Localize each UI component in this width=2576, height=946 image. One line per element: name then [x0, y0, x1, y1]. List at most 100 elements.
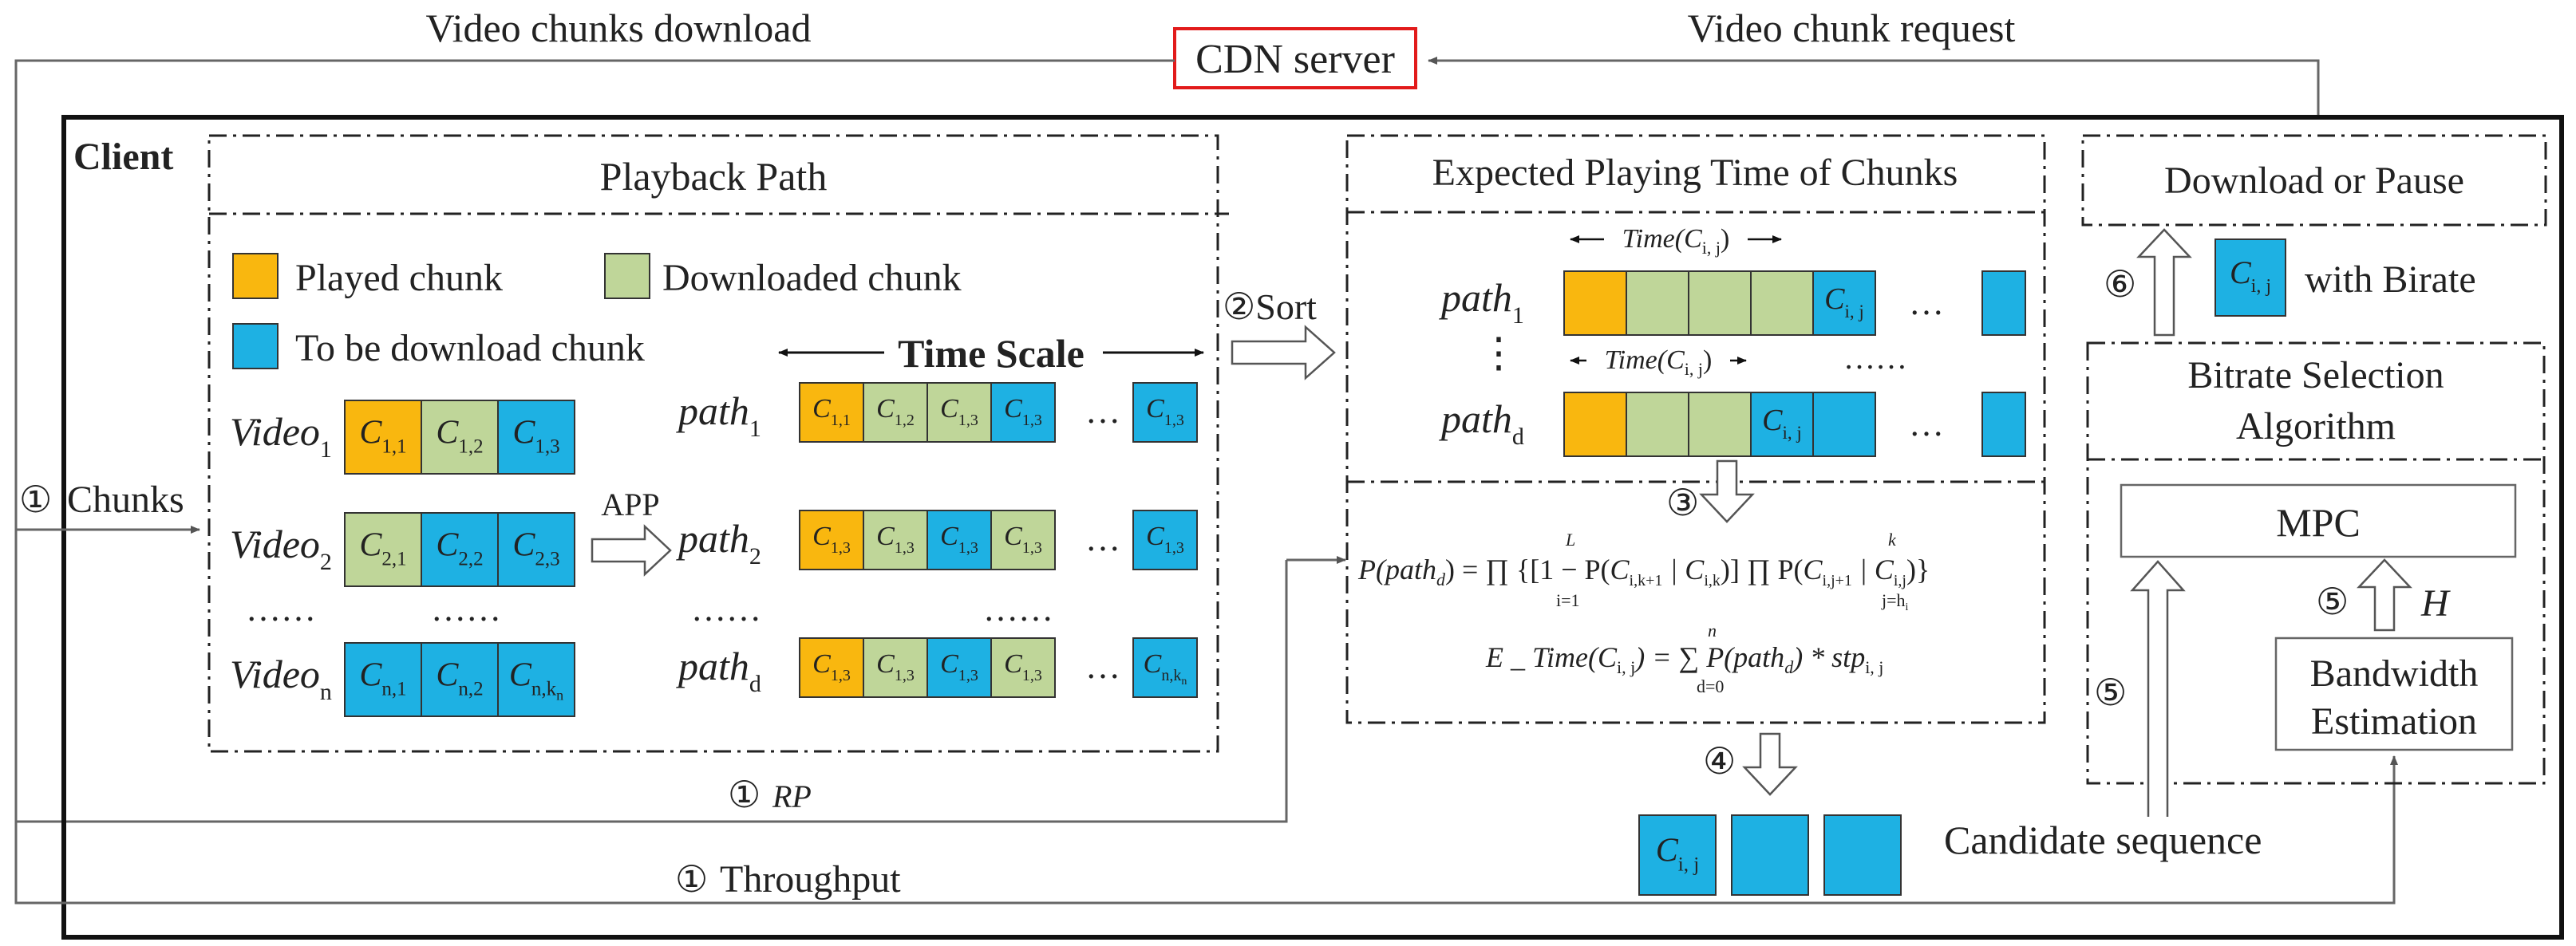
chunk-cell: [926, 510, 992, 570]
formula-lower-j: j=hi: [1881, 590, 1909, 613]
step3-arrow: [1699, 459, 1755, 523]
chunk-cell: [1563, 270, 1627, 336]
chunk-label: C2,3: [512, 527, 559, 570]
video-chunks-download-label: Video chunks download: [425, 6, 811, 50]
expected-chunk: [1750, 270, 1814, 336]
chunk-label: C1,3: [1146, 522, 1184, 557]
step6-arrow: [2136, 228, 2192, 337]
path-dots-right: ……: [983, 589, 1053, 629]
expected-dots: ……: [1843, 340, 1907, 376]
mpc-box: [2120, 483, 2517, 558]
chunk-cell: [1750, 392, 1814, 457]
playback-path-title: Playback Path: [600, 154, 828, 199]
time-scale-label: Time Scale: [898, 331, 1085, 376]
chunk-label: C1,3: [1004, 522, 1042, 557]
throughput-line: [14, 755, 2398, 905]
path-tail-chunk: C1,3: [1132, 510, 1198, 570]
chunk-cell: [990, 510, 1056, 570]
time-label-bg: [1586, 340, 1730, 380]
path-tail-chunk: Cn,kn: [1132, 637, 1198, 698]
legend-to-download-swatch: [232, 323, 279, 369]
chunk-cell: [799, 510, 864, 570]
chunk-cell: [1132, 510, 1198, 570]
legend-played-label: Played chunk: [295, 257, 503, 299]
video-chunk: Cn,kn: [497, 642, 575, 717]
chunk-label: C2,2: [436, 527, 483, 570]
step5-candidate-number: ⑤: [2094, 672, 2127, 713]
path-dots-left: ……: [691, 589, 761, 629]
app-label: APP: [601, 487, 659, 522]
legend-to-download-label: To be download chunk: [295, 327, 645, 369]
formula-path-probability: P(pathd) = ∏ {[1 − P(Ci,k+1 | Ci,k)] ∏ P…: [1357, 554, 1930, 589]
step6-number: ⑥: [2104, 264, 2136, 305]
mpc-label: MPC: [2276, 500, 2361, 545]
chunk-cell: [1981, 392, 2026, 457]
expected-chunk: Ci, j: [1812, 270, 1876, 336]
chunk-request-line: [1428, 57, 2320, 116]
expected-vdots: ⋮: [1478, 331, 1519, 376]
client-frame: [61, 115, 2564, 940]
bitrate-title-line2: Algorithm: [2236, 405, 2396, 447]
video-chunk: C2,3: [497, 512, 575, 587]
legend-downloaded-swatch: [604, 253, 650, 299]
expected-ellipsis: …: [1909, 404, 1944, 443]
chunk-cell: [344, 642, 422, 717]
chunk-label: C1,2: [436, 415, 483, 458]
chunk-cell: [926, 637, 992, 698]
step1-chunks-label: Chunks: [67, 479, 184, 521]
chunk-label: C1,3: [1004, 394, 1042, 429]
chunk-label: Cn,kn: [509, 657, 563, 704]
candidate-label-bg: [1939, 817, 2313, 865]
expected-playing-time-title: Expected Playing Time of Chunks: [1432, 152, 1958, 194]
chunk-label: C1,3: [940, 649, 978, 684]
video-chunk: Cn,2: [421, 642, 499, 717]
chunk-cell: [1132, 637, 1198, 698]
bitrate-selection-box: [2086, 341, 2546, 785]
chunk-cell: [1688, 392, 1752, 457]
client-label: Client: [73, 136, 173, 178]
path-ellipsis: …: [1085, 392, 1120, 431]
chunk-label: Ci, j: [1762, 404, 1802, 443]
expected-chunk: [1563, 392, 1627, 457]
chunk-cell: [1823, 814, 1902, 896]
chunk-label: C1,3: [812, 522, 851, 557]
chunk-label: C1,3: [812, 649, 851, 684]
path-chunk: C1,2: [863, 382, 928, 443]
chunk-cell: [863, 382, 928, 443]
chunk-cell: [863, 510, 928, 570]
expected-chunk: Ci, j: [1750, 392, 1814, 457]
formula-lower-i: i=1: [1556, 590, 1580, 610]
chunk-cell: [497, 512, 575, 587]
legend-played-swatch: [232, 253, 279, 299]
chunk-label: C1,1: [812, 394, 851, 429]
bandwidth-estimation-box: [2274, 637, 2514, 751]
download-or-pause-box: [2081, 134, 2547, 227]
step5-h-number: ⑤: [2316, 581, 2349, 622]
candidate-chunk: Ci, j: [1638, 814, 1717, 896]
expected-tail-chunk: [1981, 270, 2026, 336]
expected-chunk: [1626, 392, 1689, 457]
rp-label: RP: [772, 778, 812, 814]
expected-chunk: [1688, 392, 1752, 457]
chunk-cell: [1563, 392, 1627, 457]
cdn-server-label: CDN server: [1195, 37, 1395, 82]
path-chunk: C1,3: [990, 637, 1056, 698]
bitrate-title-line1: Bitrate Selection: [2187, 354, 2444, 396]
chunk-label: Ci, j: [1824, 282, 1864, 321]
sort-label: ②Sort: [1223, 286, 1317, 327]
chunk-cell: [799, 382, 864, 443]
path-chunk: C1,3: [799, 637, 864, 698]
path-row-label: path2: [676, 516, 761, 570]
path-chunk: C1,3: [926, 510, 992, 570]
chunk-cell: [497, 642, 575, 717]
playback-path-box: [207, 134, 1219, 753]
expected-chunk: [1563, 270, 1627, 336]
step4-number: ④: [1703, 741, 1736, 782]
chunk-cell: [1626, 392, 1689, 457]
h-label: H: [2420, 582, 2451, 625]
birate-selected-chunk: Ci, j: [2214, 238, 2286, 317]
chunk-label: C1,1: [359, 415, 406, 458]
chunk-cell: [2214, 238, 2286, 317]
